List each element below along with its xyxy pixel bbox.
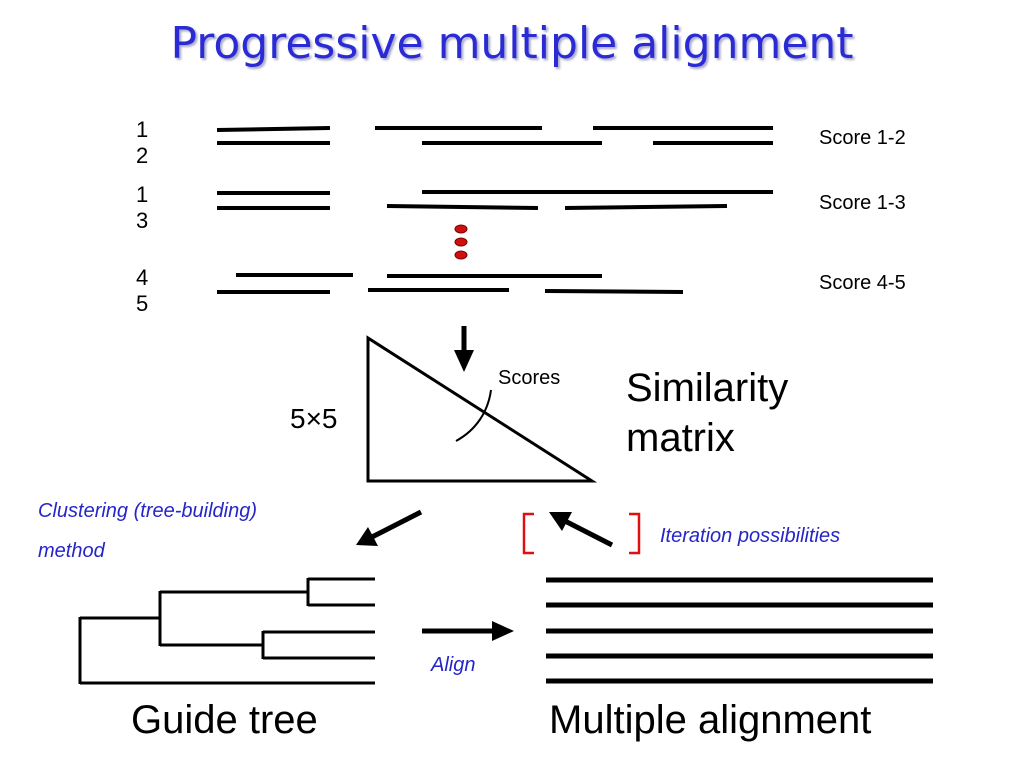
scores-pointer-curve xyxy=(455,389,492,442)
seq-number-5: 5 xyxy=(136,291,149,316)
pair-4-5-sequences xyxy=(217,273,684,294)
seq-number-2: 2 xyxy=(136,143,149,168)
ellipsis-dot xyxy=(454,224,468,234)
guide-tree xyxy=(78,577,375,685)
seq-number-4: 4 xyxy=(136,265,149,290)
similarity-matrix-title-line1: Similarity xyxy=(626,366,789,410)
seq-number-1: 1 xyxy=(136,182,149,207)
iteration-arrow xyxy=(549,512,614,548)
ellipsis-dot xyxy=(454,237,468,247)
clustering-method-line1: Clustering (tree-building) xyxy=(38,500,257,522)
down-arrow xyxy=(454,326,474,372)
score-1-3-label: Score 1-3 xyxy=(819,192,906,214)
clustering-arrow xyxy=(356,509,423,546)
seq-1-segment xyxy=(216,126,331,132)
similarity-matrix-triangle xyxy=(366,335,598,483)
scores-label: Scores xyxy=(498,367,561,389)
ellipsis-dot xyxy=(454,250,468,260)
score-4-5-label: Score 4-5 xyxy=(819,272,906,294)
clustering-method-line2: method xyxy=(38,540,105,562)
right-bracket xyxy=(629,512,641,555)
guide-tree-caption: Guide tree xyxy=(131,698,318,742)
seq-5-segment xyxy=(544,289,684,294)
slide-title: Progressive multiple alignment xyxy=(170,18,854,69)
seq-number-3: 3 xyxy=(136,208,149,233)
seq-number-1: 1 xyxy=(136,117,149,142)
left-bracket xyxy=(522,512,534,555)
align-arrow xyxy=(422,621,514,641)
ellipsis-dots xyxy=(454,224,468,260)
similarity-matrix-title-line2: matrix xyxy=(626,416,735,460)
seq-3-segment xyxy=(564,204,728,210)
score-1-2-label: Score 1-2 xyxy=(819,127,906,149)
multiple-alignment-lines xyxy=(546,577,933,684)
pair-1-2-sequences xyxy=(216,126,773,145)
matrix-size-label: 5×5 xyxy=(290,403,338,434)
multiple-alignment-caption: Multiple alignment xyxy=(549,698,872,742)
iteration-possibilities-label: Iteration possibilities xyxy=(660,525,841,547)
pair-1-3-sequences xyxy=(217,190,773,210)
seq-3-segment xyxy=(386,204,539,210)
align-label: Align xyxy=(431,654,476,676)
